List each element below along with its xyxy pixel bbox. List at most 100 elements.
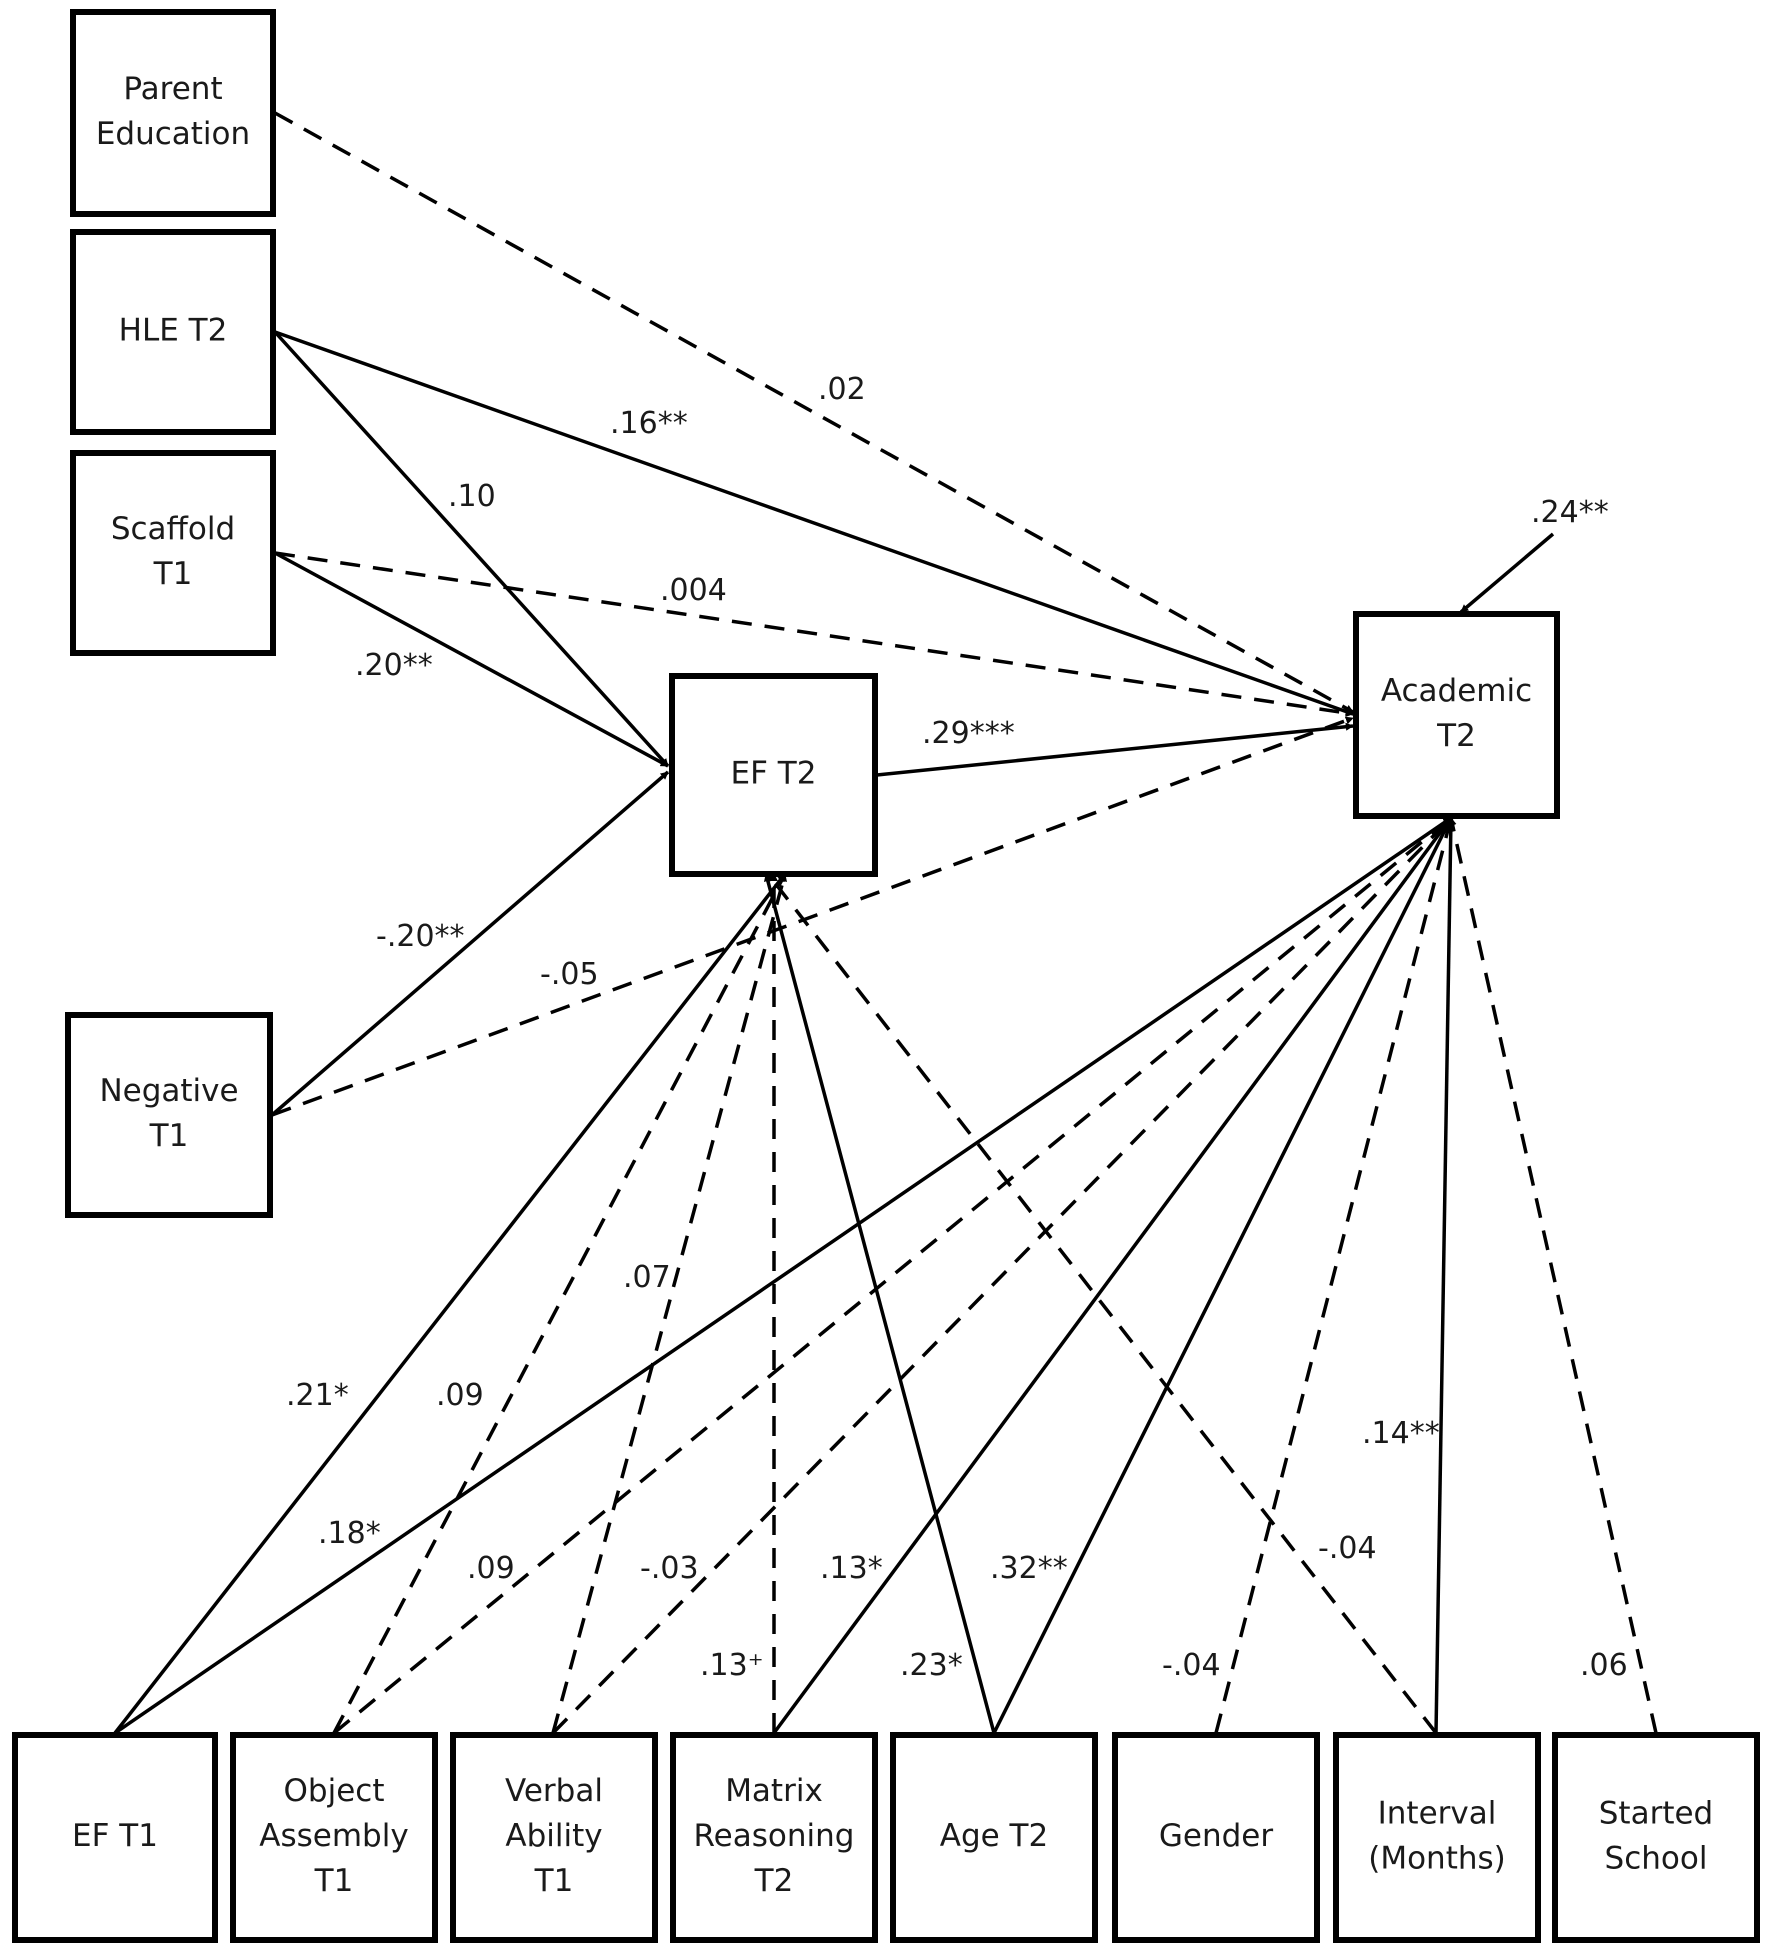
coefficient-label: .10 [448, 479, 496, 514]
node-box [1353, 611, 1560, 819]
node-gender: Gender [1112, 1732, 1320, 1943]
node-label: Ability [505, 1818, 602, 1854]
node-box [70, 9, 276, 217]
node-label: Object [284, 1773, 385, 1809]
path-gender-to-academic_t2 [1214, 817, 1454, 1734]
coefficient-label: .13* [820, 1551, 883, 1586]
path-verbal_ability_t1-to-ef_t2 [551, 873, 787, 1734]
node-box [230, 1732, 438, 1943]
path-scaffold_t1-to-academic_t2 [274, 551, 1354, 717]
node-label: (Months) [1368, 1841, 1506, 1877]
node-box [670, 1732, 878, 1943]
node-box [669, 673, 878, 877]
path-negative_t1-to-academic_t2 [271, 716, 1354, 1117]
path-ef_t1-to-academic_t2 [114, 816, 1452, 1735]
coefficient-label: .02 [818, 372, 866, 407]
node-age-t2: Age T2 [890, 1732, 1098, 1943]
node-label: EF T1 [72, 1818, 158, 1854]
node-interval-months: Interval (Months) [1333, 1732, 1541, 1943]
node-hle-t2: HLE T2 [70, 229, 276, 435]
node-label: Parent [123, 71, 222, 107]
coefficient-label: -.04 [1162, 1648, 1221, 1683]
coefficient-label: .06 [1580, 1648, 1628, 1683]
path-age_t2-to-ef_t2 [763, 873, 996, 1734]
coefficient-label: .09 [467, 1551, 515, 1586]
node-label: Scaffold [111, 511, 235, 547]
path-ef_t1-to-ef_t2 [113, 872, 787, 1735]
coefficient-label: .09 [436, 1378, 484, 1413]
node-label: T1 [149, 1118, 189, 1154]
path-arrows [113, 111, 1658, 1735]
node-box [1112, 1732, 1320, 1943]
node-label: Assembly [259, 1818, 408, 1854]
residual-coefficient-label: .24** [1531, 495, 1609, 530]
node-label: Gender [1159, 1818, 1273, 1854]
node-label: Age T2 [940, 1818, 1048, 1854]
coefficient-label: .32** [990, 1551, 1068, 1586]
node-ef-t1: EF T1 [12, 1732, 218, 1943]
node-label: Education [96, 116, 250, 152]
coefficient-label: .004 [660, 573, 727, 608]
coefficient-label: .13⁺ [700, 1648, 764, 1683]
path-object_assembly_t1-to-ef_t2 [332, 873, 787, 1734]
node-label: T1 [314, 1863, 354, 1899]
node-label: Academic [1381, 673, 1532, 709]
path-object_assembly_t1-to-academic_t2 [332, 816, 1453, 1735]
node-label: School [1605, 1841, 1708, 1877]
coefficient-label: .14** [1362, 1416, 1440, 1451]
node-box [1333, 1732, 1541, 1943]
residual-arrow [1459, 532, 1555, 614]
coefficient-label: -.03 [640, 1551, 699, 1586]
node-label: HLE T2 [119, 313, 228, 349]
coefficient-labels: .02 .16** .10 .004 .20** .29*** -.20** -.05 .21*… [286, 372, 1628, 1683]
node-label: EF T2 [731, 756, 817, 792]
path-ef_t2-to-academic_t2 [876, 722, 1354, 777]
node-ef-t2: EF T2 [669, 673, 878, 877]
node-label: T1 [534, 1863, 574, 1899]
node-label: Started [1599, 1796, 1713, 1832]
path-interval_months-to-academic_t2 [1434, 817, 1455, 1734]
node-label: Matrix [725, 1773, 823, 1809]
path-parent_education-to-academic_t2 [274, 111, 1354, 714]
coefficient-label: -.05 [540, 957, 599, 992]
coefficient-label: .07 [623, 1260, 671, 1295]
path-scaffold_t1-to-ef_t2 [274, 551, 669, 768]
coefficient-label: .23* [900, 1648, 963, 1683]
coefficient-label: .16** [610, 406, 688, 441]
node-box [450, 1732, 658, 1943]
node-box [1552, 1732, 1760, 1943]
node-box [65, 1012, 273, 1218]
node-label: Interval [1378, 1796, 1497, 1832]
node-box [70, 229, 276, 435]
node-label: T2 [1436, 718, 1476, 754]
path-negative_t1-to-ef_t2 [270, 770, 670, 1117]
node-box [70, 450, 276, 656]
coefficient-label: .20** [355, 648, 433, 683]
node-box [890, 1732, 1098, 1943]
path-verbal_ability_t1-to-academic_t2 [551, 816, 1453, 1735]
coefficient-label: -.20** [376, 919, 465, 954]
node-label: Reasoning [694, 1818, 855, 1854]
coefficient-label: -.04 [1318, 1531, 1377, 1566]
path-matrix_reasoning_t2-to-academic_t2 [772, 816, 1453, 1735]
path-hle_t2-to-ef_t2 [273, 330, 670, 768]
node-label: T1 [153, 556, 193, 592]
coefficient-label: .29*** [922, 716, 1015, 751]
path-started_school-to-academic_t2 [1448, 817, 1658, 1734]
node-label: Verbal [505, 1773, 603, 1809]
node-box [12, 1732, 218, 1943]
path-age_t2-to-academic_t2 [992, 817, 1453, 1734]
coefficient-label: .18* [318, 1516, 381, 1551]
coefficient-label: .21* [286, 1378, 349, 1413]
path-interval_months-to-ef_t2 [766, 872, 1438, 1735]
